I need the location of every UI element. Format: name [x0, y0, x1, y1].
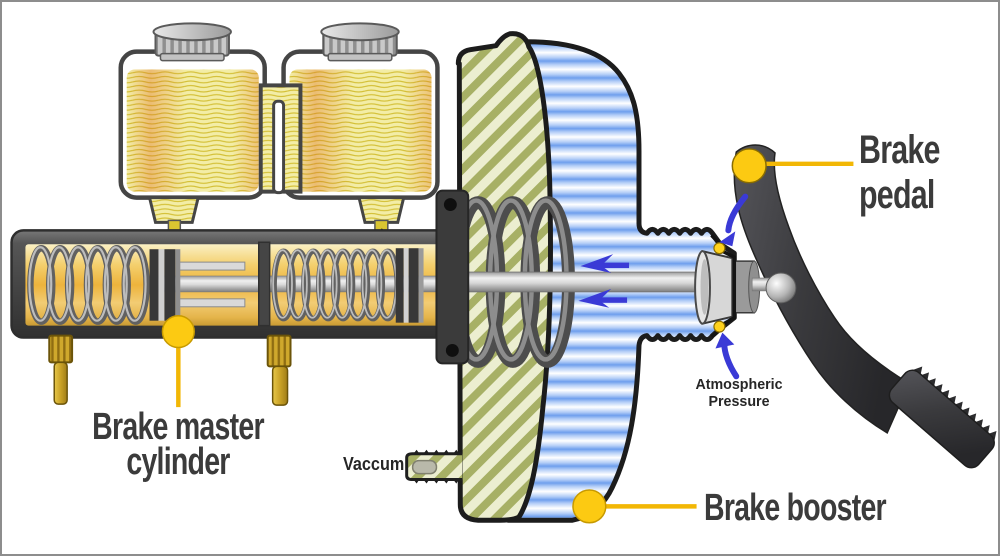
- valve-assembly: [694, 234, 761, 339]
- outlet-fitting-left: [48, 334, 74, 405]
- brake-master-cylinder-label-line2: cylinder: [126, 441, 230, 483]
- brake-pedal-assembly: [694, 144, 997, 469]
- primary-piston: [149, 249, 181, 321]
- atmospheric-pressure-label-line2: Pressure: [708, 393, 770, 410]
- vacuum-flow-arrow: [580, 254, 630, 274]
- callout-markers: [161, 148, 854, 524]
- chamber-divider: [258, 241, 271, 327]
- outlet-fitting-right: [266, 334, 292, 406]
- marker-dot-brake-pedal: [731, 148, 767, 184]
- vacuum-port: [405, 449, 463, 484]
- vacuum-label: Vaccum: [343, 454, 405, 474]
- mounting-flange: [435, 189, 470, 365]
- flange-bolt: [445, 344, 459, 357]
- vacuum-flow-arrow: [578, 288, 628, 308]
- valve-pin: [713, 320, 726, 333]
- brake-pedal-label: Brake pedal: [859, 128, 940, 218]
- atmospheric-pressure-label: Atmospheric Pressure: [677, 376, 801, 410]
- return-spring-secondary: [271, 248, 400, 322]
- brake-fluid-reservoirs: [118, 22, 440, 241]
- brake-pedal-label-line1: Brake: [859, 128, 940, 172]
- master-cylinder: [10, 189, 470, 406]
- pedal-pad: [888, 366, 997, 469]
- brake-master-cylinder-label-line1: Brake master: [92, 406, 264, 448]
- ball-joint: [765, 272, 797, 304]
- atmospheric-pressure-label-line1: Atmospheric: [695, 376, 783, 393]
- marker-dot-master-cylinder: [161, 314, 195, 349]
- atmospheric-inflow-arrow-lower: [715, 332, 740, 380]
- brake-pedal-label-line2: pedal: [859, 173, 935, 217]
- secondary-piston: [395, 248, 424, 323]
- reservoir-right: [281, 22, 440, 241]
- marker-dot-brake-booster: [572, 489, 607, 524]
- flange-bolt: [443, 198, 457, 211]
- brake-pedal-arm: [733, 144, 910, 434]
- valve-pin: [713, 242, 726, 255]
- brake-master-cylinder-label: Brake master cylinder: [66, 406, 291, 483]
- air-flow-arrows: [578, 193, 749, 380]
- reservoir-cap: [152, 22, 232, 62]
- return-spring-primary: [27, 244, 150, 325]
- atmospheric-inflow-arrow-upper: [719, 193, 749, 247]
- reservoir-cap: [320, 22, 400, 62]
- reservoir-left: [118, 22, 267, 234]
- reservoir-divider-slot: [272, 99, 286, 195]
- brake-booster-label: Brake booster: [704, 487, 887, 529]
